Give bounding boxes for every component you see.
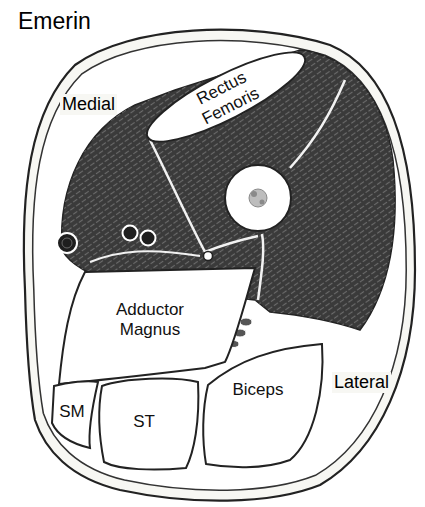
muscle-region: ST: [94, 372, 202, 472]
orientation-label: Lateral: [332, 372, 391, 393]
bone-marrow: [249, 189, 267, 207]
septum-line: [205, 236, 258, 252]
bone-marrow: [251, 191, 257, 197]
vessel: [141, 231, 156, 246]
muscle-name: Rectus Femoris: [177, 59, 275, 135]
vessel: [123, 226, 138, 241]
skin-outline: [24, 30, 415, 501]
muscle-name: Adductor Magnus: [95, 300, 205, 339]
muscle-name: SM: [59, 402, 85, 422]
muscle-region: Adductor Magnus: [55, 262, 260, 384]
muscle-region: Rectus Femoris: [134, 34, 317, 160]
figure-title: Emerin: [18, 8, 91, 35]
septum-line: [90, 251, 200, 262]
vessel: [62, 238, 72, 248]
nerve: [240, 318, 252, 326]
bone-marrow: [260, 200, 265, 205]
muscle-outline: [138, 37, 315, 156]
vessel: [57, 233, 77, 253]
muscle-outline: [52, 381, 98, 448]
septum-line: [258, 234, 263, 300]
septum-line: [290, 80, 345, 168]
muscle-region: SM: [48, 378, 100, 450]
femur-bone: [225, 165, 291, 231]
fascia-outline: [33, 41, 407, 491]
muscle-name: ST: [133, 412, 155, 432]
muscle-name: Biceps: [232, 380, 283, 400]
muscle-outline: [198, 340, 326, 472]
vessel: [204, 252, 213, 261]
orientation-label: Medial: [60, 94, 117, 115]
muscle-outline: [99, 379, 198, 470]
muscle-outline: [203, 344, 322, 467]
muscle-outline: [59, 268, 255, 384]
septum-line: [150, 140, 205, 252]
muscle-region: Biceps: [198, 340, 326, 472]
